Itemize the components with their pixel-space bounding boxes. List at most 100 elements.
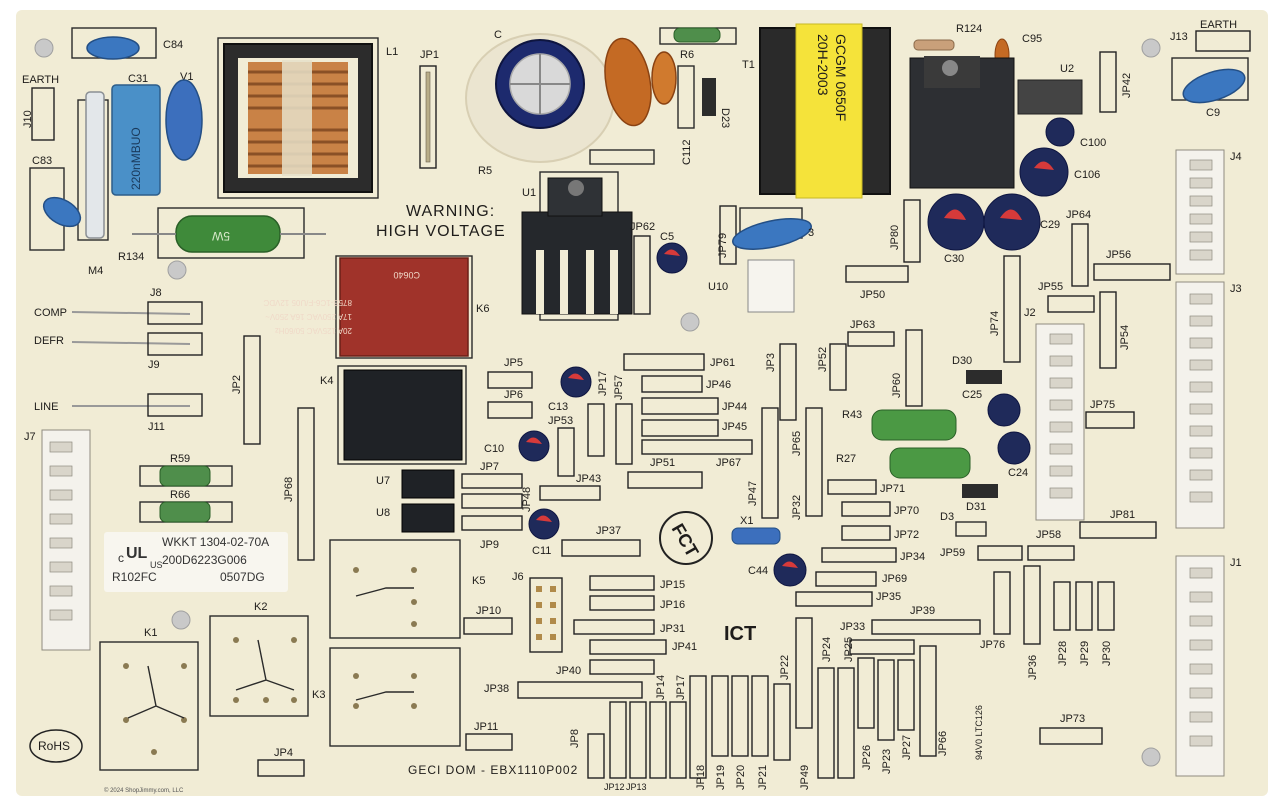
refdes-jp32: JP32 [791,495,803,520]
refdes-jp68: JP68 [283,477,295,502]
refdes-c29: C29 [1040,219,1060,231]
relay-k6-text2: 875B-1C6-F/U05 12VDC [263,298,352,307]
fuse [85,91,105,239]
ul-sticker-line1: WKKT 1304-02-70A [162,535,269,549]
refdes-u10: U10 [708,281,728,293]
optocoupler-u10 [747,259,795,313]
ul-sticker-line2: 200D6223G006 [162,553,247,567]
refdes-c112: C112 [681,140,693,165]
refdes-jp23: JP23 [881,749,893,774]
refdes-jp46: JP46 [706,379,731,391]
capacitor-c30 [927,193,985,251]
refdes-d23: D23 [719,108,731,128]
connector-j4 [1175,149,1225,275]
refdes-jp80: JP80 [889,225,901,250]
relay-k1-outline [99,641,199,771]
refdes-j3: J3 [1230,283,1242,295]
crystal-x1 [731,527,781,545]
diode-d31 [962,484,998,498]
optocoupler-u8 [401,503,455,533]
connector-j2 [1035,323,1085,521]
capacitor-c31-text: 220nMBUO [129,127,143,190]
refdes-r6: R6 [680,49,694,61]
capacitor-c84 [86,36,140,60]
refdes-jp37: JP37 [596,525,621,537]
refdes-jp10: JP10 [476,605,501,617]
capacitor-c100 [1045,117,1075,147]
refdes-jp21: JP21 [757,765,769,790]
mounting-hole [167,260,187,280]
capacitor-orange [604,37,652,127]
refdes-d3: D3 [940,511,954,523]
refdes-c24: C24 [1008,467,1028,479]
rohs-mark [29,729,83,763]
refdes-c30: C30 [944,253,964,265]
optocoupler-u7 [401,469,455,499]
refdes-u1: U1 [522,187,536,199]
ul-sticker-model: R102FC [112,570,157,584]
refdes-jp70: JP70 [894,505,919,517]
ict-mark: ICT [724,623,756,645]
refdes-jp17b: JP17 [675,675,687,700]
refdes-k4: K4 [320,375,333,387]
capacitor-c10 [518,430,550,462]
refdes-jp31: JP31 [660,623,685,635]
refdes-j10: J10 [22,110,34,128]
refdes-jp7: JP7 [480,461,499,473]
refdes-x1: X1 [740,515,753,527]
ul-sticker [104,532,288,592]
resistor-r6 [673,27,721,43]
refdes-k1: K1 [144,627,157,639]
refdes-j9: J9 [148,359,160,371]
refdes-jp69: JP69 [882,573,907,585]
relay-k3-outline [329,647,461,747]
mounting-hole [1141,747,1161,767]
refdes-jp29: JP29 [1079,641,1091,666]
refdes-c100: C100 [1080,137,1106,149]
refdes-r27: R27 [836,453,856,465]
refdes-jp59: JP59 [940,547,965,559]
refdes-jp6: JP6 [504,389,523,401]
refdes-jp53: JP53 [548,415,573,427]
refdes-k6: K6 [476,303,489,315]
mounting-hole [34,38,54,58]
refdes-r43: R43 [842,409,862,421]
refdes-k2: K2 [254,601,267,613]
refdes-jp47: JP47 [747,481,759,506]
resistor-r134-text: 5W [211,229,230,243]
capacitor-c44 [773,553,807,587]
refdes-jp56: JP56 [1106,249,1131,261]
refdes-jp75: JP75 [1090,399,1115,411]
refdes-jp66: JP66 [937,731,949,756]
capacitor-c106 [1019,147,1069,197]
refdes-j8: J8 [150,287,162,299]
resistor-r124 [913,39,955,51]
resistor-r27 [889,447,971,479]
refdes-j11: J11 [148,421,165,433]
varistor-v1 [165,79,203,161]
refdes-jp38: JP38 [484,683,509,695]
refdes-c83: C83 [32,155,52,167]
relay-k4 [343,369,463,461]
connector-j3 [1175,281,1225,529]
refdes-jp50: JP50 [860,289,885,301]
refdes-jp64: JP64 [1066,209,1091,221]
refdes-jp41: JP41 [672,641,697,653]
line-label: LINE [34,401,58,413]
refdes-j6: J6 [512,571,524,583]
diode-d30 [966,370,1002,384]
capacitor-blue [732,218,812,250]
refdes-jp34: JP34 [900,551,925,563]
refdes-c84: C84 [163,39,183,51]
capacitor-c5 [656,242,688,274]
refdes-jp73: JP73 [1060,713,1085,725]
refdes-r124: R124 [956,23,982,35]
refdes-jp24: JP24 [821,637,833,662]
refdes-jp48: JP48 [521,487,533,512]
mounting-hole [680,312,700,332]
refdes-jp33: JP33 [840,621,865,633]
refdes-jp45: JP45 [722,421,747,433]
refdes-jp58: JP58 [1036,529,1061,541]
refdes-jp65: JP65 [791,431,803,456]
